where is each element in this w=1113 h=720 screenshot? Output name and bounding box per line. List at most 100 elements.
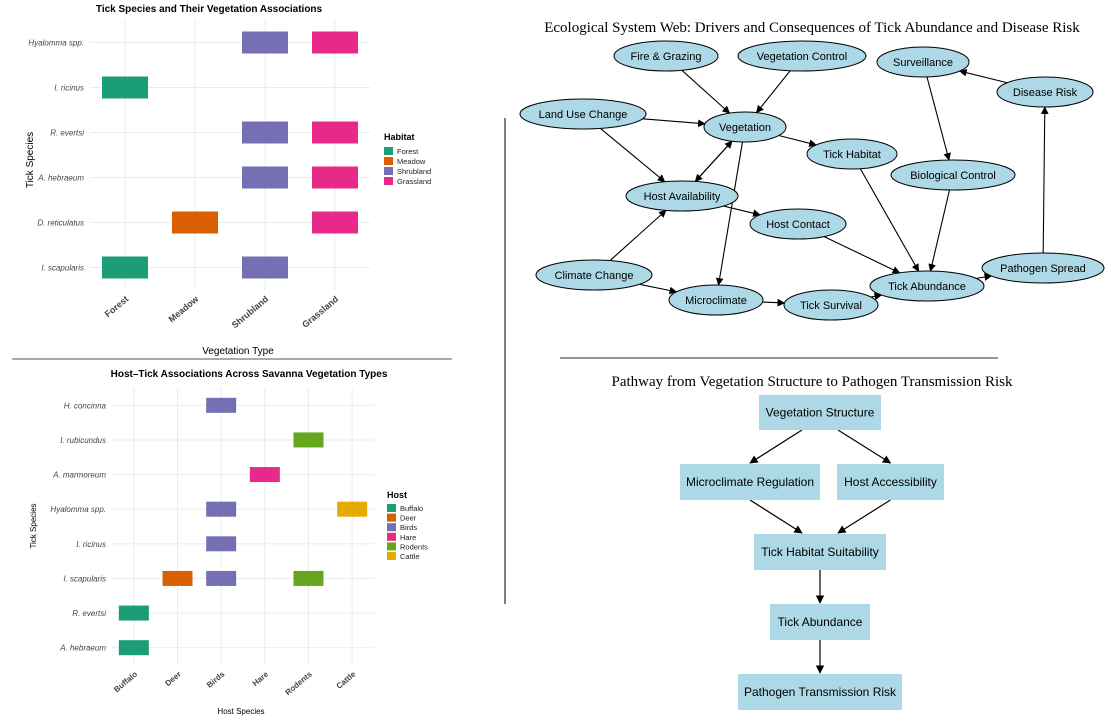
chart1-tile-hyalomma-spp-grassland (312, 31, 358, 54)
web-edge-micro-to-ticksurv (762, 298, 786, 307)
pathway-edge-vs-to-mr (749, 429, 803, 464)
chart1-tile-i-scapularis-shrubland (242, 256, 288, 279)
web-node-surv (876, 46, 970, 78)
web-node-climate (535, 259, 653, 291)
host-association-chart: H. concinna I. rubicundus A. marmoreumHyal… (29, 369, 428, 716)
web-node-label-bio: Biological Control (910, 170, 996, 182)
web-title: Ecological System Web: Drivers and Conse… (544, 20, 1080, 36)
web-edge-fire-to-veg (681, 69, 731, 114)
chart2-legend-swatch-deer (387, 513, 396, 522)
web-node-label-veg: Vegetation (719, 122, 771, 134)
web-node-label-micro: Microclimate (685, 295, 747, 307)
pathway-node-label-mr: Microclimate Regulation (686, 475, 814, 489)
chart1-y-tick-label: I. ricinus (54, 84, 84, 93)
chart1-tiles (102, 31, 358, 279)
web-node-veg (703, 111, 787, 143)
web-edge-tickab-to-pathogen (976, 273, 993, 281)
chart1-x-tick-label: Grassland (300, 294, 340, 330)
web-edge-surv-to-bio (926, 76, 951, 161)
chart2-legend-swatch-buffalo (387, 504, 396, 512)
pathway-edge-vs-to-ha (837, 429, 892, 464)
web-edge-vegctrl-to-veg (756, 70, 791, 114)
web-node-label-tickab: Tick Abundance (888, 281, 966, 293)
chart2-x-tick-label: Rodents (283, 669, 314, 697)
pathway-title: Pathway from Vegetation Structure to Pat… (612, 374, 1013, 390)
chart2-y-tick-label: Hyalomma spp. (50, 505, 106, 514)
chart2-legend-label-buffalo: Buffalo (400, 504, 423, 513)
pathway-node-label-ths: Tick Habitat Suitability (761, 545, 879, 559)
chart1-panel (90, 20, 370, 290)
chart2-tile-i-scapularis-birds (206, 570, 237, 586)
web-node-label-disease: Disease Risk (1013, 87, 1078, 99)
web-edge-veg-to-micro (715, 141, 744, 286)
chart1-y-tick-label: I. scapularis (41, 264, 84, 273)
pathway-node-ha (837, 464, 944, 500)
pathway-node-vs (759, 395, 881, 430)
web-node-tickab (869, 270, 985, 302)
web-node-ticksurv (783, 289, 879, 321)
web-node-label-tickhab: Tick Habitat (823, 149, 881, 161)
chart2-tile-i-scapularis-deer (162, 570, 193, 586)
chart2-x-tick-label: Birds (205, 669, 227, 689)
chart2-tile-i-rubicundus-rodents (293, 432, 324, 448)
chart1-legend-label-forest: Forest (397, 147, 419, 156)
web-node-vegctrl (737, 40, 867, 72)
chart2-x-axis-label: Host Species (217, 707, 264, 716)
chart1-legend-swatch-forest (384, 147, 393, 155)
chart2-y-tick-label: A. hebraeum (59, 644, 106, 653)
chart2-y-tick-label: A. marmoreum (52, 471, 106, 480)
pathway-node-label-ha: Host Accessibility (844, 475, 937, 489)
chart1-tile-d-reticulatus-meadow (172, 211, 218, 234)
web-edge-disease-to-surv (958, 68, 1008, 84)
web-node-tickhab (806, 138, 898, 170)
web-node-disease (996, 76, 1094, 108)
web-node-label-landuse: Land Use Change (539, 109, 628, 121)
chart2-x-tick-label: Buffalo (112, 670, 139, 695)
chart2-tiles (118, 397, 368, 656)
web-node-label-climate: Climate Change (555, 270, 634, 282)
chart2-y-tick-label: I. scapularis (63, 574, 106, 583)
chart1-x-tick-label: Forest (103, 294, 131, 319)
chart2-tile-h-concinna-birds (206, 397, 237, 413)
pathway-edges (749, 429, 892, 674)
chart1-tile-r-evertsi-shrubland (242, 121, 288, 144)
web-node-label-pathogen: Pathogen Spread (1000, 263, 1086, 275)
web-edge-hostavail-to-hostcontact (723, 205, 761, 217)
chart1-x-tick-label: Meadow (167, 293, 201, 324)
chart2-legend-swatch-hare (387, 532, 396, 541)
web-edge-landuse-to-veg (642, 118, 706, 128)
web-node-label-ticksurv: Tick Survival (800, 300, 862, 312)
chart1-legend-label-meadow: Meadow (397, 157, 426, 166)
web-node-label-hostcontact: Host Contact (766, 219, 830, 231)
pathway-edge-mr-to-ths (749, 499, 803, 534)
chart1-legend-label-grassland: Grassland (397, 177, 431, 186)
chart2-legend-label-deer: Deer (400, 514, 417, 523)
chart2-tile-a-hebraeum-buffalo (118, 640, 149, 656)
chart2-legend-swatch-rodents (387, 542, 396, 551)
chart2-legend-label-rodents: Rodents (400, 542, 428, 551)
web-edge-climate-to-hostavail (609, 209, 667, 261)
chart2-y-tick-label: H. concinna (64, 401, 107, 410)
chart1-x-axis-label: Vegetation Type (202, 346, 274, 357)
pathway-node-mr (680, 464, 820, 500)
pathway-node-ptr (738, 674, 902, 710)
web-edge-landuse-to-hostavail (600, 127, 666, 183)
chart1-tile-i-ricinus-forest (102, 76, 148, 99)
web-node-label-vegctrl: Vegetation Control (757, 51, 848, 63)
web-node-label-fire: Fire & Grazing (631, 51, 702, 63)
chart1-legend-swatch-shrubland (384, 167, 393, 175)
web-edge-ticksurv-to-tickab (870, 292, 883, 301)
chart2-title: Host–Tick Associations Across Savanna Ve… (111, 369, 388, 380)
chart2-y-tick-label: I. rubicundus (60, 436, 106, 445)
chart2-legend-label-cattle: Cattle (400, 552, 420, 561)
chart1-legend-title: Habitat (384, 132, 415, 142)
web-node-hostcontact (749, 208, 847, 240)
web-edge-climate-to-micro (639, 283, 678, 295)
chart1-y-tick-label: D. reticulatus (37, 219, 84, 228)
